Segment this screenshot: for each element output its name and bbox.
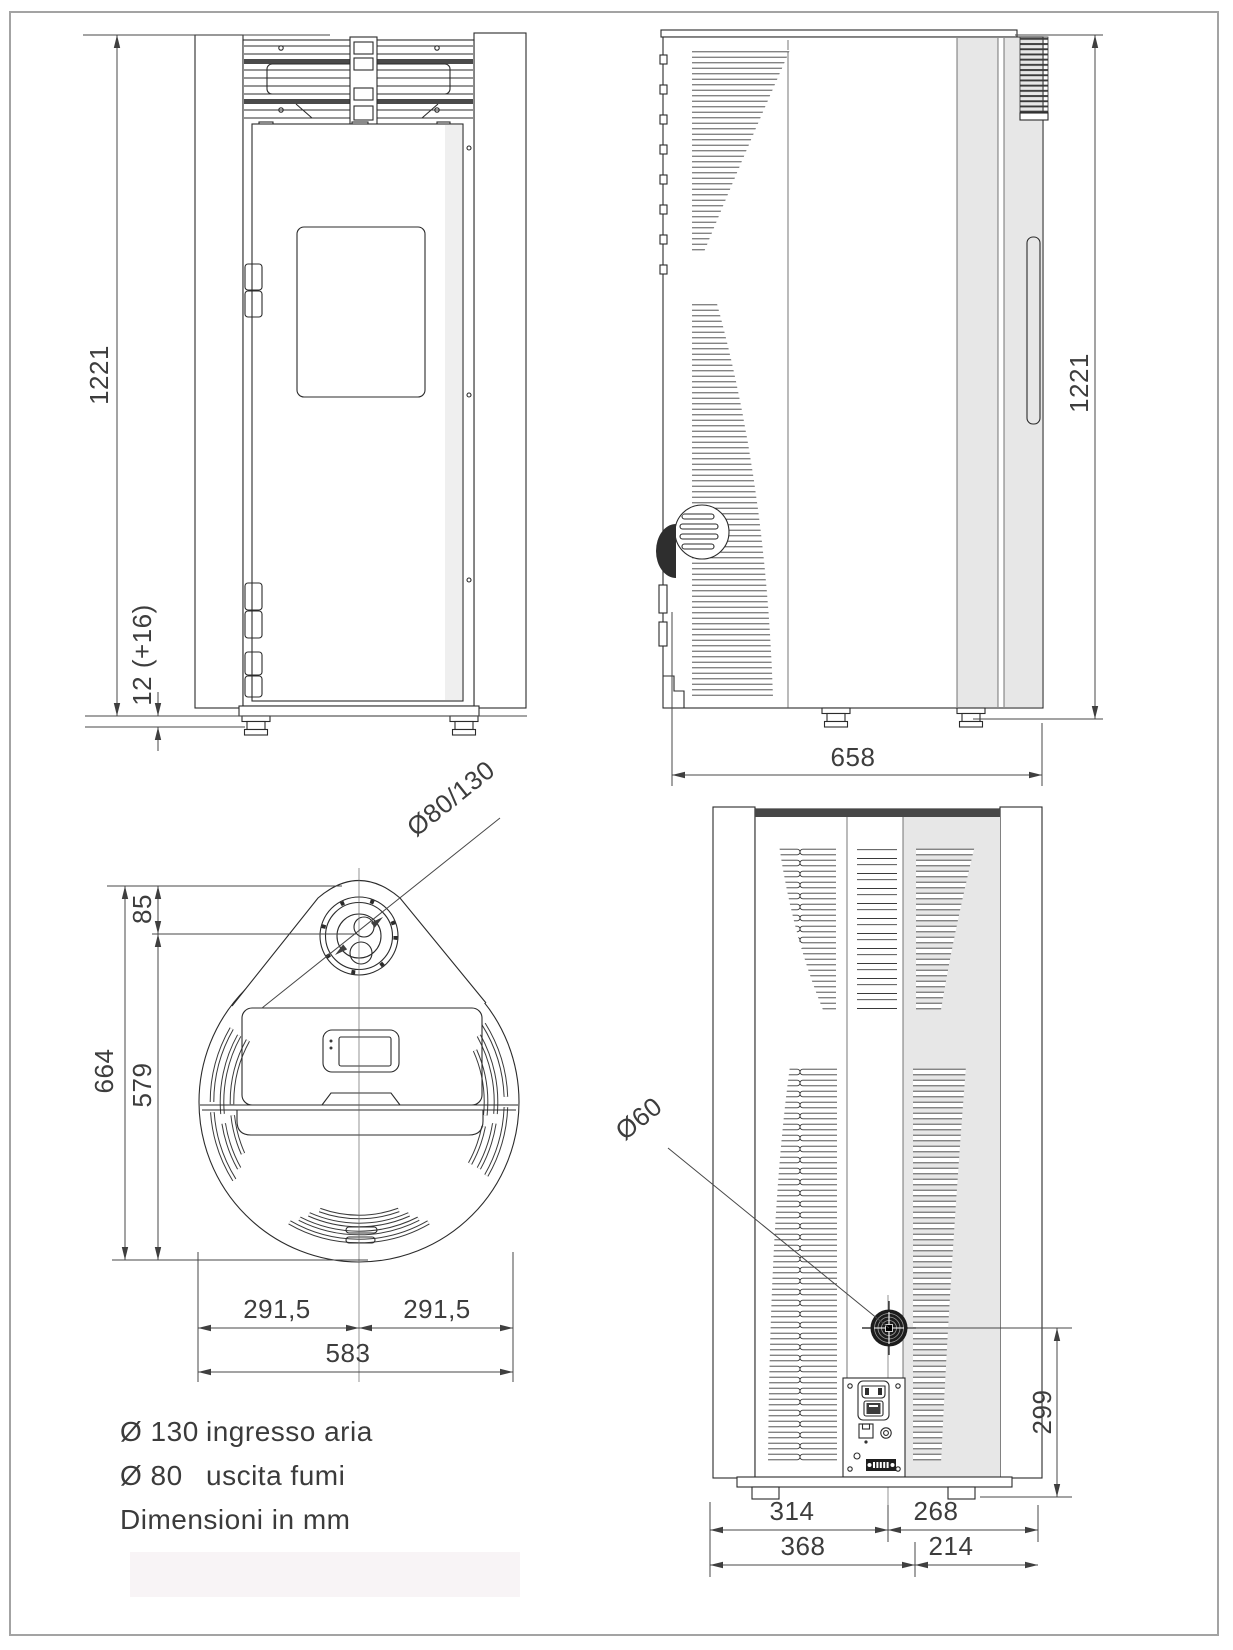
front-view [194,32,527,736]
side-foot-left [821,707,851,728]
dim-back-w4: 214 [929,1531,974,1561]
legend-row-smoke-outlet: Ø 80 uscita fumi [120,1459,373,1492]
dim-top-half-right: 291,5 [403,1294,471,1324]
back-vents-upper-left [779,845,836,1010]
top-view [198,868,520,1382]
back-vents-lower-right [913,1066,966,1464]
legend-note: Dimensioni in mm [120,1504,351,1535]
terminal-block [866,1459,896,1471]
dim-back-w2: 268 [914,1496,959,1526]
dim-back-duct: Ø60 [610,1091,668,1146]
back-vents-lower-left [768,1066,837,1464]
dim-back-outlet-height: 299 [1027,1390,1057,1435]
iec-socket [857,1380,890,1421]
top-handle [321,1092,401,1106]
top-vent-arcs [209,952,509,1252]
side-top-grille [1019,36,1049,121]
dim-side-height: 1221 [1064,353,1094,413]
legend-label: ingresso aria [206,1416,373,1447]
side-edge-tabs [658,54,685,708]
dim-top-width: 583 [326,1338,371,1368]
back-vents-upper-right [916,845,975,1010]
side-view [656,29,1049,728]
dim-back-w3: 368 [781,1531,826,1561]
dimension-lines [83,34,1103,1577]
power-inlet-panel [842,1377,906,1478]
front-foot-right [449,715,479,736]
dim-top-flue-offset: 85 [127,894,157,924]
dim-top-depth-total: 664 [89,1049,119,1094]
back-vents-upper-center [857,845,897,1011]
probe-connector [880,1427,892,1439]
legend-symbol: Ø 80 [120,1460,183,1491]
legend-row-air-inlet: Ø 130 ingresso aria [120,1415,373,1448]
watermark [130,1552,520,1597]
dim-back-w1: 314 [770,1496,815,1526]
front-door [244,123,464,702]
back-foot-left [751,1486,780,1500]
display-screen [338,1036,392,1067]
dim-top-half-left: 291,5 [243,1294,311,1324]
dim-front-height: 1221 [84,345,114,405]
legend-symbol: Ø 130 [120,1416,199,1447]
side-inlet-detail [656,504,730,578]
legend-label: uscita fumi [206,1460,346,1491]
power-switch [863,1400,884,1417]
dim-side-depth: 658 [831,742,876,772]
side-lower-vents [692,300,773,697]
back-foot-right [947,1486,976,1500]
side-upper-vents [692,50,790,252]
front-top-grille [244,36,473,133]
side-foot-right [956,707,986,728]
dim-top-depth-body: 579 [127,1063,157,1108]
dim-front-floor-gap: 12 (+16) [127,604,157,706]
back-view [712,806,1043,1505]
display-panel [322,1029,400,1073]
side-handle-groove [1026,236,1041,425]
front-foot-left [241,715,271,736]
legend: Ø 130 ingresso aria Ø 80 uscita fumi Dim… [120,1415,373,1536]
door-window [296,226,426,398]
